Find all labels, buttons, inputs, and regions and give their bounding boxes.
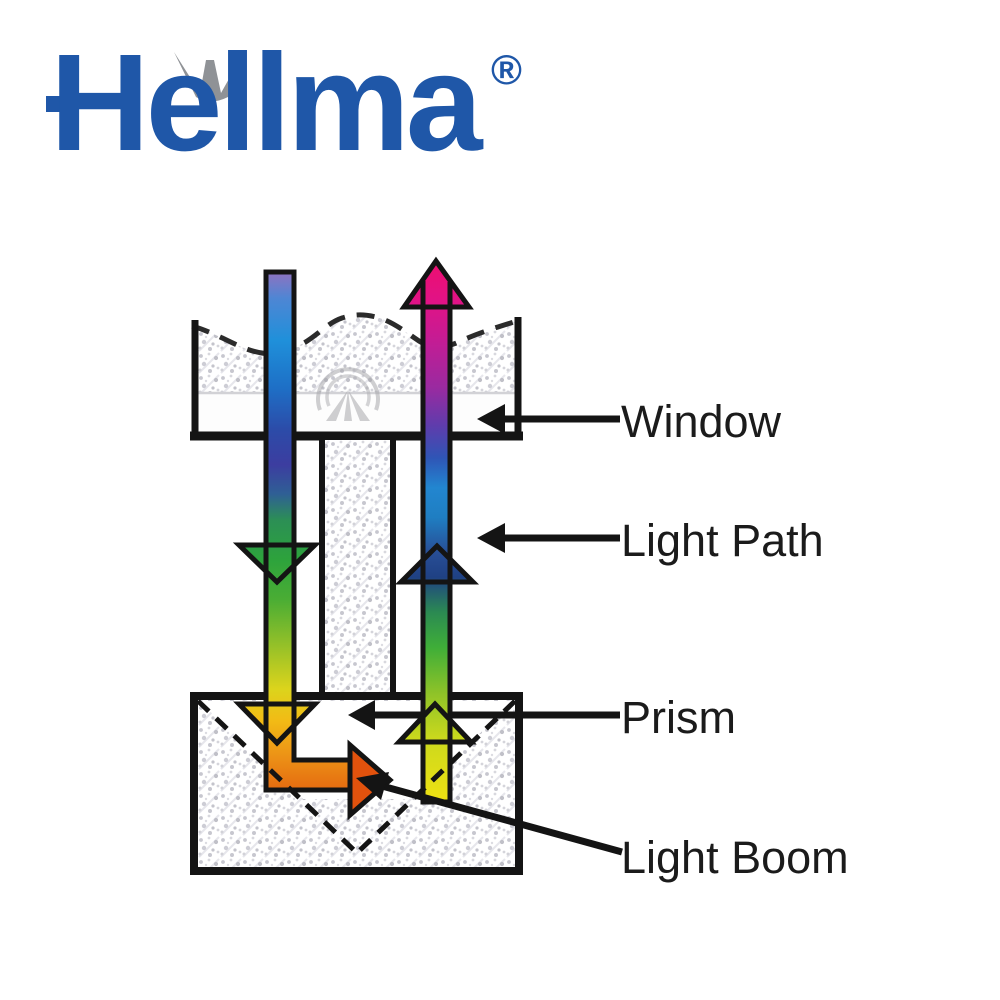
light-boom-callout: Light Boom	[356, 772, 849, 883]
light-path-label: Light Path	[621, 515, 824, 566]
returning-beam-arrowhead-mid	[394, 542, 480, 585]
watermark-icon	[316, 367, 380, 421]
probe-shaft-column	[319, 440, 396, 694]
hellma-logo: Hellma ®	[46, 26, 522, 180]
crown-icon	[174, 52, 243, 102]
sample-fill-texture	[192, 314, 517, 393]
prism-label-group: Prism	[621, 692, 736, 743]
returning-light-beam	[393, 256, 480, 805]
light-path-callout: Light Path	[477, 515, 824, 566]
prism-label: Prism	[621, 692, 736, 743]
probe-head	[190, 312, 523, 441]
window-callout: Window	[477, 396, 782, 447]
light-path-callout-arrowhead	[477, 523, 505, 553]
light-boom-label: Light Boom	[621, 832, 849, 883]
incoming-light-beam	[232, 269, 394, 821]
light-boom-callout-line	[381, 782, 623, 856]
window-label: Window	[621, 396, 782, 447]
prism-dashed-faces	[196, 699, 517, 855]
incoming-beam-arrowhead-mid	[232, 542, 322, 586]
sample-level-dashed-line	[191, 312, 518, 357]
light-boom-callout-arrowhead	[356, 772, 389, 800]
prism-dashed-left	[196, 699, 359, 855]
window-band	[192, 393, 520, 435]
returning-beam-arrowhead-prism	[393, 700, 477, 745]
prism-callout	[348, 700, 620, 730]
registered-mark: ®	[491, 46, 522, 93]
prism-dashed-right	[355, 699, 517, 855]
logo-crossbar-extension	[46, 96, 74, 112]
window-callout-arrowhead	[477, 404, 505, 434]
column-texture	[322, 440, 393, 694]
prism-callout-arrowhead	[348, 700, 375, 730]
returning-beam-arrowhead-top	[399, 256, 474, 310]
logo-text: Hellma	[50, 26, 484, 180]
